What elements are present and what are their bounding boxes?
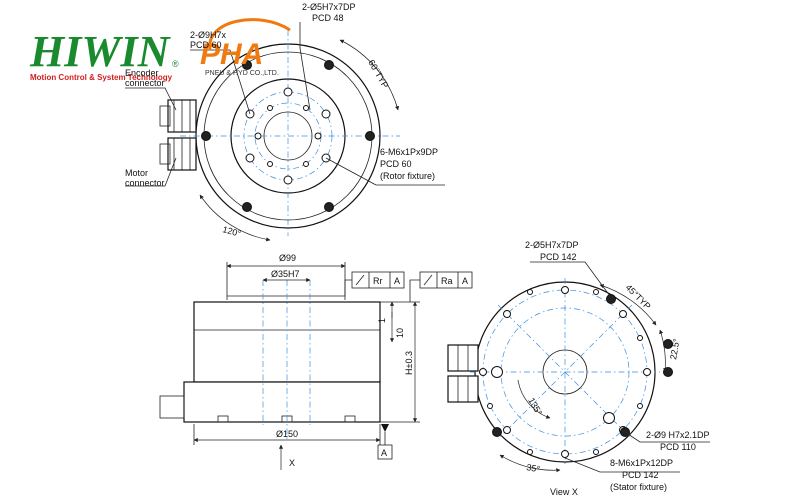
label-pcd60-top: PCD 60 [190,40,222,50]
label-datum-a: A [381,448,387,458]
label-2-9h7-bottom: 2-Ø9 H7x2.1DP [646,430,710,440]
label-rotor-fixture: (Rotor fixture) [380,171,435,181]
label-pcd48: PCD 48 [312,13,344,23]
label-view-x: View X [550,487,578,497]
label-encoder-line1: Encoder [125,68,159,78]
label-d150: Ø150 [276,429,298,439]
label-m6-stator: 8-M6x1Px12DP [610,458,673,468]
label-view-arrow-x: X [289,458,295,468]
label-stator-fixture: (Stator fixture) [610,482,667,492]
label-ra-datum: A [462,276,468,286]
hiwin-wordmark: HIWIN [29,27,172,76]
label-60typ: 60°TYP [366,58,390,90]
label-m6-rotor: 6-M6x1Px9DP [380,147,438,157]
hiwin-tagline: Motion Control & System Technology [30,73,173,82]
label-pcd110: PCD 110 [660,442,696,452]
lower-body [183,381,381,423]
label-motor-line2: connector [125,178,165,188]
label-2-5h7-top: 2-Ø5H7x7DP [302,2,356,12]
label-dim-10: 10 [395,328,405,338]
label-height: H±0.3 [404,351,414,375]
pha-swoosh [208,18,291,51]
label-encoder-line2: connector [125,78,165,88]
side-view [159,262,473,470]
label-rr: Rr [373,276,383,286]
label-120: 120° [221,224,242,239]
label-pcd142-stator: PCD 142 [622,470,659,480]
bottom-view [447,261,710,473]
label-d35: Ø35H7 [271,269,300,279]
label-d99: Ø99 [279,253,296,263]
label-2-5h7-bottom: 2-Ø5H7x7DP [525,240,579,250]
label-pcd142-top: PCD 142 [540,252,577,262]
pha-logo: PHA PNEU & HYD CO.,LTD. [200,18,291,77]
label-dim-1: 1 [377,318,387,323]
hiwin-logo: HIWIN ® Motion Control & System Technolo… [29,27,179,82]
label-22-5: 22.5° [668,337,682,360]
label-ra: Ra [441,276,453,286]
hiwin-registered-mark: ® [172,59,179,69]
label-pcd60-rotor: PCD 60 [380,159,412,169]
pha-subtitle: PNEU & HYD CO.,LTD. [205,70,279,77]
label-2-9h7-top: 2-Ø9H7x [190,30,227,40]
label-35: 35° [526,462,542,474]
encoder-connector [159,99,197,133]
motor-connector [159,137,197,171]
top-view [125,22,445,242]
pha-wordmark: PHA [200,38,263,71]
upper-body [193,301,381,383]
label-motor-line1: Motor [125,168,148,178]
label-rr-datum: A [394,276,400,286]
